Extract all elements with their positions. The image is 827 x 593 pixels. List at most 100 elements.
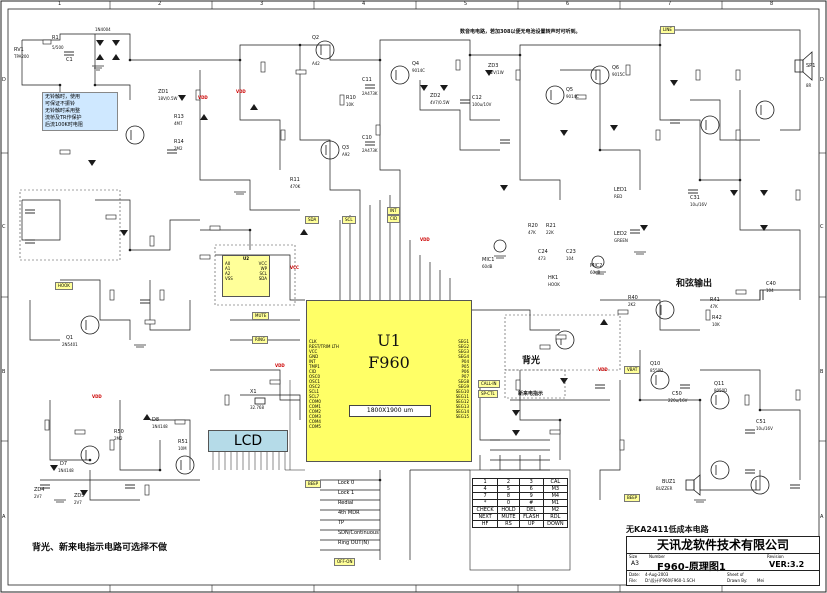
part-ref: LED1: [614, 187, 627, 193]
part-ref: Q3: [342, 145, 350, 151]
title-divider: [627, 570, 819, 571]
pin-label: CID: [309, 369, 317, 374]
pin-label: SEG14: [455, 409, 469, 414]
backlight-label: 背光: [522, 356, 541, 366]
zone-col-label: 2: [158, 1, 162, 7]
part-ref: R21: [546, 223, 556, 229]
zone-row-label: A: [2, 514, 6, 520]
part-ref: C1: [66, 57, 73, 63]
pin-label: COM2: [309, 409, 321, 414]
pin-label: COM4: [309, 419, 321, 424]
part-ref: BUZ1: [662, 479, 676, 485]
key-cell: 1: [471, 478, 499, 486]
net-tag: VBAT: [624, 366, 641, 374]
part-value: GREEN: [614, 238, 628, 243]
part-ref: R42: [712, 315, 722, 321]
side-note-line: 无铃触时，使用: [45, 94, 81, 100]
key-function-label: Redial: [338, 500, 354, 506]
part-value: 10u/16V: [756, 426, 773, 431]
part-ref: R40: [628, 295, 638, 301]
key-cell: FLASH: [518, 513, 544, 521]
part-value: 9014C: [412, 68, 425, 73]
key-function-label: 4th MDR: [338, 510, 360, 516]
zone-col-label: 6: [566, 1, 570, 7]
net-tag: INT: [387, 207, 400, 215]
part-ref: LED2: [614, 231, 627, 237]
vdd-label: VDD: [236, 89, 246, 94]
part-ref: ZD1: [158, 89, 169, 95]
part-value: 100u/10V: [472, 102, 492, 107]
part-value: 1N4148: [152, 424, 168, 429]
part-value: 2A473K: [362, 148, 378, 153]
zone-col-label: 8: [770, 1, 774, 7]
part-value: 10M: [178, 446, 187, 451]
zone-col-label: 5: [464, 1, 468, 7]
part-ref: C10: [362, 135, 372, 141]
part-value: 220u/16V: [668, 398, 688, 403]
crystal-value: 32.768: [250, 405, 264, 410]
part-value: 47K: [528, 230, 536, 235]
part-ref: R13: [174, 114, 184, 120]
zone-col-label: 4: [362, 1, 366, 7]
vdd-label: VDD: [420, 237, 430, 242]
keypad-row: *0#M1: [471, 499, 569, 507]
lcd-display: LCD: [208, 430, 288, 452]
part-value: RED: [614, 194, 623, 199]
key-cell: 7: [471, 492, 499, 500]
net-tag: BEEP: [305, 480, 322, 488]
part-ref: MIC1: [482, 257, 495, 263]
part-ref: ZD3: [488, 63, 499, 69]
mcu-right-pins: SEG1 SEG2 SEG3 SEG4 P04 P05 P06 P07 SEG8…: [456, 339, 469, 419]
company-name: 天讯龙软件技术有限公司: [627, 537, 819, 554]
key-cell: 6: [518, 485, 544, 493]
pin-label: OSC2: [309, 384, 321, 389]
part-ref: R20: [528, 223, 538, 229]
part-value: 8R: [806, 83, 812, 88]
vdd-label: VDD: [92, 394, 102, 399]
pin-label: SEG12: [455, 399, 469, 404]
file-value: D:\设计\F960\F960-1.SCH: [645, 578, 695, 583]
zone-col-label: 7: [668, 1, 672, 7]
part-ref: Q4: [412, 61, 420, 67]
sheet-label: Sheet of: [727, 572, 744, 577]
part-value: 60dB: [590, 270, 601, 275]
key-cell: NEXT: [471, 513, 499, 521]
vdd-label: VDD: [198, 95, 208, 100]
pin-label: WP: [260, 266, 267, 271]
part-ref: R1: [52, 35, 59, 41]
part-value: 1N4148: [58, 468, 74, 473]
pin-label: P05: [461, 364, 469, 369]
part-ref: Q6: [612, 65, 620, 71]
vdd-label: VDD: [275, 363, 285, 368]
size-label: Size: [629, 554, 638, 559]
part-value: 8550D: [650, 368, 664, 373]
key-function-label: SDN/Continuous: [338, 530, 379, 536]
side-note-line: 可保证不振铃: [45, 101, 76, 107]
sheet-size: A3: [631, 560, 639, 567]
pin-label: SCL1: [309, 389, 320, 394]
part-ref: R41: [710, 297, 720, 303]
subtitle: 无KA2411低成本电路: [626, 525, 709, 534]
part-ref: Q2: [312, 35, 320, 41]
pin-label: SEG9: [458, 384, 469, 389]
part-value: BUZZER: [656, 486, 673, 491]
sine-output-label: 和弦输出: [676, 279, 713, 289]
part-value: 4V7/0.5W: [430, 100, 450, 105]
key-cell: HF: [471, 520, 499, 528]
zone-row-label: B: [820, 369, 824, 375]
net-tag: BEEP: [624, 494, 641, 502]
pin-label: A1: [225, 266, 231, 271]
eeprom-ref: U2: [242, 256, 250, 261]
date-label: Date:: [629, 572, 640, 577]
part-value: 18V/0.5W: [158, 96, 178, 101]
key-function-label: TP: [338, 520, 345, 526]
number-label: Number: [649, 554, 666, 559]
key-cell: M1: [542, 499, 569, 507]
part-ref: C23: [566, 249, 576, 255]
pin-label: P07: [461, 374, 469, 379]
part-value: 9014C: [566, 94, 579, 99]
part-ref: C24: [538, 249, 548, 255]
